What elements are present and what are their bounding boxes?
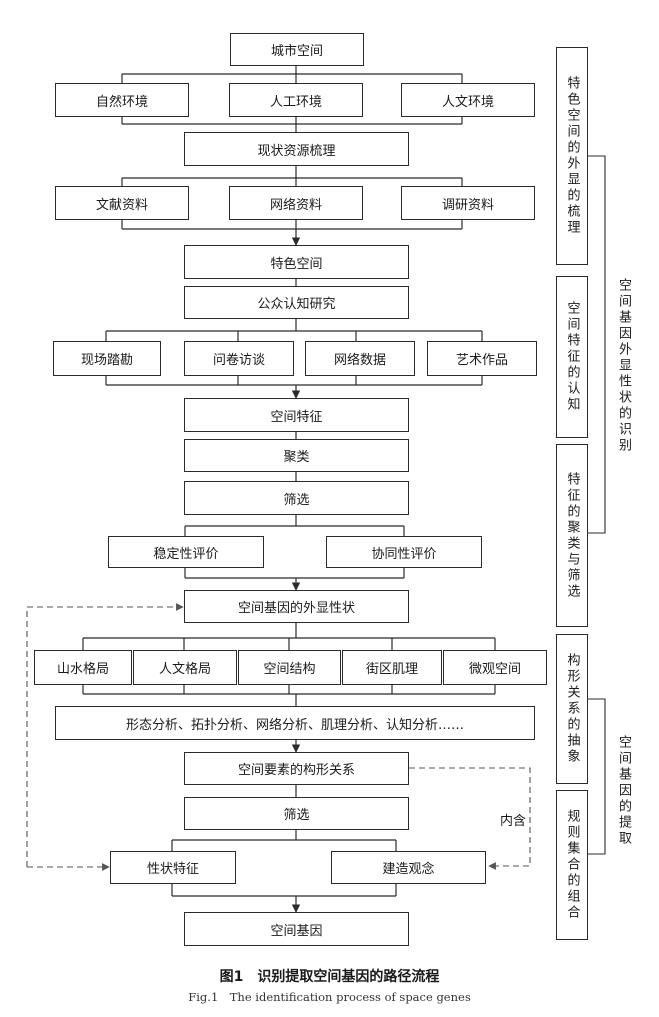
gene-traits-node: 空间基因的外显性状 xyxy=(184,590,409,623)
network-data-node: 网络数据 xyxy=(305,341,415,376)
block-texture-node: 街区肌理 xyxy=(342,650,442,685)
screening-node: 筛选 xyxy=(184,481,409,515)
space-features-node: 空间特征 xyxy=(184,398,409,432)
figure-caption-en: Fig.1 The identification process of spac… xyxy=(188,990,471,1004)
survey-materials-node: 调研资料 xyxy=(401,186,535,220)
spatial-structure-node: 空间结构 xyxy=(238,650,341,685)
analysis-methods-node: 形态分析、拓扑分析、网络分析、肌理分析、认知分析…… xyxy=(55,706,535,740)
art-works-node: 艺术作品 xyxy=(427,341,537,376)
synergy-evaluation-node: 协同性评价 xyxy=(326,536,482,568)
stage-1-box: 特色空间的外显的梳理 xyxy=(556,47,588,265)
figure-caption-cn: 图1 识别提取空间基因的路径流程 xyxy=(219,969,440,985)
stage-1-label: 特色空间的外显的梳理 xyxy=(564,76,580,236)
configuration-node: 空间要素的构形关系 xyxy=(184,752,409,785)
stage-4-label: 构形关系的抽象 xyxy=(564,653,580,765)
space-gene-node: 空间基因 xyxy=(184,912,409,946)
artificial-environment-node: 人工环境 xyxy=(229,83,363,117)
literature-node: 文献资料 xyxy=(55,186,189,220)
field-survey-node: 现场踏勘 xyxy=(53,341,161,376)
clustering-node: 聚类 xyxy=(184,439,409,472)
stage-5-label: 规则集合的组合 xyxy=(564,809,580,921)
group-2-label: 空间基因的提取 xyxy=(616,735,631,847)
stage-2-box: 空间特征的认知 xyxy=(556,276,588,438)
humanistic-pattern-node: 人文格局 xyxy=(133,650,237,685)
natural-environment-node: 自然环境 xyxy=(55,83,189,117)
stage-5-box: 规则集合的组合 xyxy=(556,790,588,940)
stage-3-box: 特征的聚类与筛选 xyxy=(556,444,588,627)
group-1-label: 空间基因外显性状的识别 xyxy=(616,278,631,454)
resource-sorting-node: 现状资源梳理 xyxy=(184,132,409,166)
city-space-node: 城市空间 xyxy=(230,33,364,66)
feature-space-node: 特色空间 xyxy=(184,245,409,279)
screening-2-node: 筛选 xyxy=(184,797,409,830)
stage-4-box: 构形关系的抽象 xyxy=(556,634,588,784)
stage-3-label: 特征的聚类与筛选 xyxy=(564,471,580,600)
construction-concept-node: 建造观念 xyxy=(331,851,486,884)
questionnaire-node: 问卷访谈 xyxy=(184,341,294,376)
landscape-pattern-node: 山水格局 xyxy=(34,650,132,685)
network-materials-node: 网络资料 xyxy=(229,186,363,220)
micro-space-node: 微观空间 xyxy=(443,650,547,685)
humanistic-environment-node: 人文环境 xyxy=(401,83,535,117)
stability-evaluation-node: 稳定性评价 xyxy=(108,536,264,568)
contains-edge-label: 内含 xyxy=(500,814,527,829)
stage-2-label: 空间特征的认知 xyxy=(564,301,580,413)
public-cognition-node: 公众认知研究 xyxy=(184,286,409,319)
trait-features-node: 性状特征 xyxy=(110,851,236,884)
